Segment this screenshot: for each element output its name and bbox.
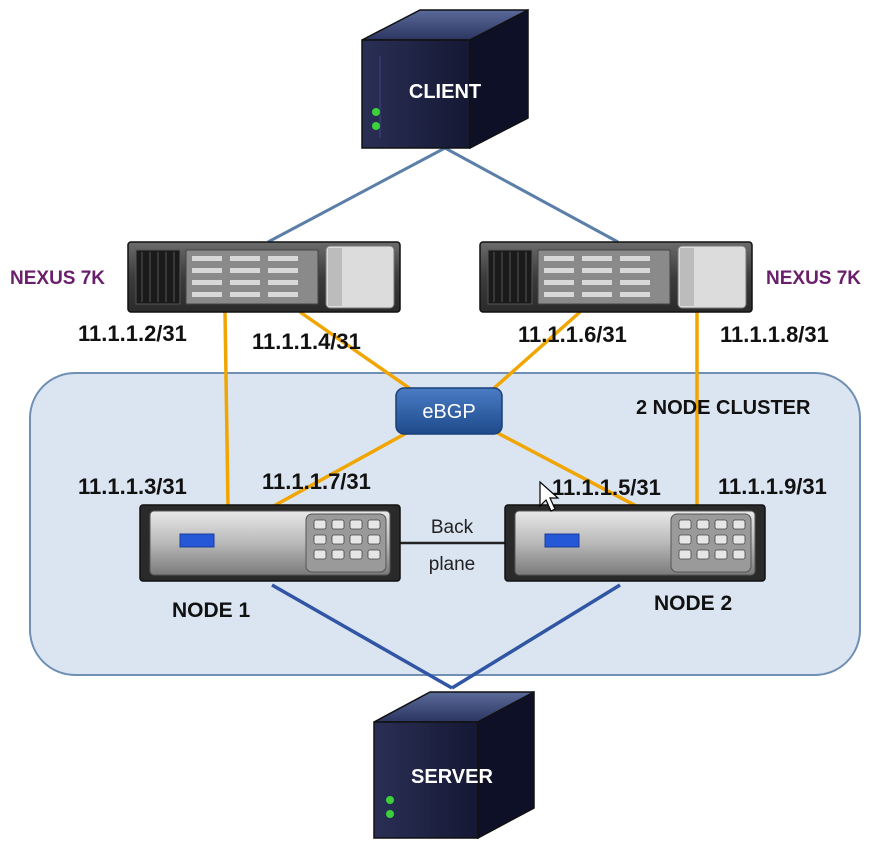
ip-label-sw2-node2: 11.1.1.8/31: [720, 322, 829, 347]
server-link-left: [271, 583, 453, 690]
cluster-region: [29, 372, 861, 676]
client-led-top: [372, 108, 380, 116]
nexus-switch-right: [479, 241, 753, 313]
server-led-bottom: [386, 810, 394, 818]
server-icon: SERVER: [373, 690, 535, 840]
link-sw1-node1: [223, 311, 230, 506]
node1-appliance: [139, 504, 401, 582]
ip-label-node2-sw2: 11.1.1.9/31: [718, 474, 827, 499]
node1-display: [179, 533, 215, 548]
node2-appliance: [504, 504, 766, 582]
nexus-label-right: NEXUS 7K: [766, 268, 861, 289]
client-links: [267, 146, 619, 244]
node2-display: [544, 533, 580, 548]
server-led-top: [386, 796, 394, 804]
client-led-bottom: [372, 122, 380, 130]
ip-label-sw1-bgp: 11.1.1.4/31: [252, 329, 361, 354]
nexus-label-left: NEXUS 7K: [10, 268, 105, 289]
orange-links: [223, 310, 699, 510]
client-label: CLIENT: [409, 81, 481, 103]
ip-label-sw2-bgp: 11.1.1.6/31: [518, 322, 627, 347]
backplane-label-line1: Back: [431, 517, 474, 538]
ip-label-node1-sw1: 11.1.1.3/31: [78, 474, 187, 499]
client-link-right: [444, 146, 619, 244]
backplane-label-line2: plane: [429, 554, 476, 575]
ebgp-label: eBGP: [422, 401, 475, 423]
node2-label: NODE 2: [654, 592, 732, 615]
ip-label-sw1-node1: 11.1.1.2/31: [78, 321, 187, 346]
node1-label: NODE 1: [172, 599, 251, 622]
server-links: [271, 583, 621, 690]
client-link-left: [267, 146, 446, 244]
ip-label-node1-bgp: 11.1.1.7/31: [262, 469, 371, 494]
link-bgp-node2: [491, 428, 641, 510]
ip-label-node2-bgp: 11.1.1.5/31: [552, 475, 661, 500]
client-server-icon: CLIENT: [361, 8, 529, 150]
link-sw1-bgp: [298, 310, 414, 392]
ebgp-box: eBGP: [395, 387, 503, 435]
nexus-switch-left: [127, 241, 401, 313]
server-link-right: [451, 583, 621, 690]
server-label: SERVER: [411, 766, 493, 788]
cluster-label: 2 NODE CLUSTER: [636, 397, 811, 419]
link-sw2-bgp: [490, 310, 582, 392]
link-bgp-node1: [269, 428, 413, 510]
mouse-cursor-icon: [539, 480, 560, 512]
